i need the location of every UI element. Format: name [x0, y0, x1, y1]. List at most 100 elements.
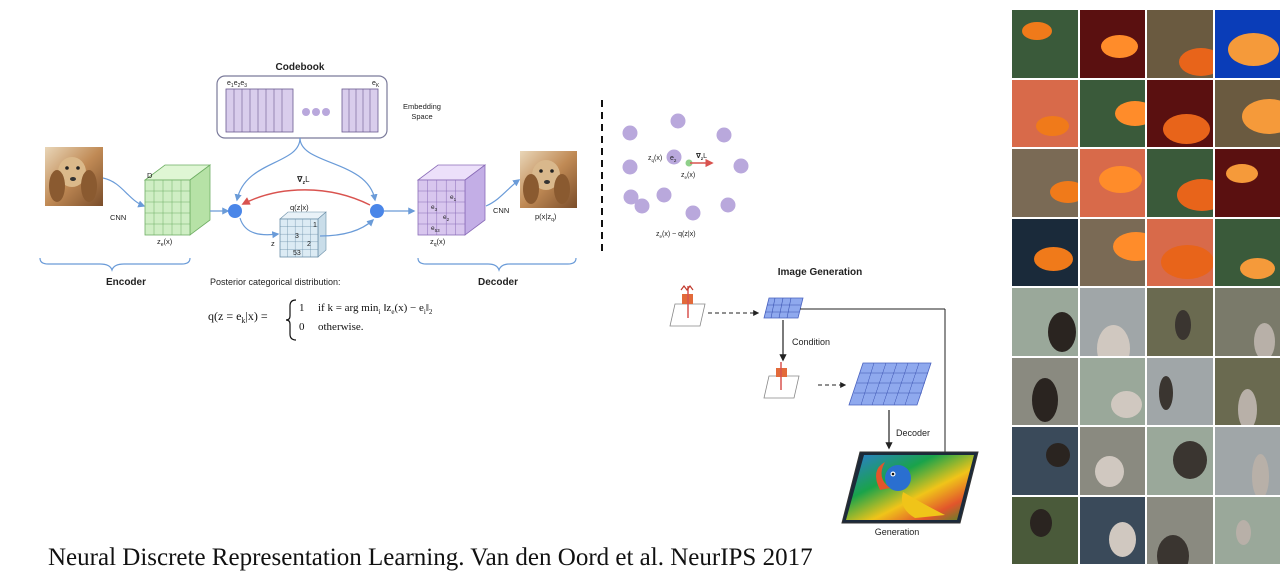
- decoder-label: Decoder: [896, 428, 930, 438]
- arrow-grid-to-node: [319, 219, 375, 237]
- sample-image-4-4: [1214, 218, 1280, 286]
- goldfish-shape: [1239, 257, 1275, 279]
- sample-image-1-1: [1012, 10, 1078, 78]
- node-left: [228, 204, 242, 218]
- goldfish-shape: [1036, 115, 1069, 136]
- arrow-codebook-right: [299, 137, 378, 202]
- svg-text:1 if k = arg mini‖ze(x: 1 if k = arg mini‖ze(x) − ei‖2: [299, 302, 433, 316]
- encoder-brace: [39, 257, 191, 272]
- cnn-left-label: CNN: [110, 213, 126, 222]
- sample-image-4-3: [1147, 218, 1213, 286]
- sample-image-5-1: [1012, 288, 1078, 356]
- goldfish-shape: [1100, 35, 1138, 58]
- ostrich-shape: [1251, 454, 1269, 495]
- sample-image-6-1: [1012, 357, 1078, 425]
- codebook-ek: eK: [372, 80, 380, 89]
- sample-image-1-2: [1079, 10, 1145, 78]
- sample-image-3-4: [1214, 149, 1280, 217]
- embedding-space-line2: Space: [411, 112, 432, 121]
- goldfish-shape: [1161, 244, 1213, 279]
- qzx-label: q(z|x): [290, 203, 309, 212]
- decoder-title: Decoder: [478, 277, 518, 288]
- decoder-e3: e3: [431, 204, 438, 212]
- arrow-node-to-grid: [239, 217, 280, 239]
- grid-value-2: 2: [307, 241, 311, 248]
- ostrich-shape: [1253, 323, 1275, 356]
- generation-diagram: [669, 285, 979, 524]
- ostrich-shape: [1110, 390, 1142, 418]
- sample-image-8-4: [1214, 496, 1280, 564]
- embed-e2-label: e2: [670, 155, 677, 163]
- e2-embedding-dot: [666, 149, 682, 165]
- ostrich-shape: [1046, 443, 1070, 467]
- goldfish-shape: [1022, 22, 1052, 40]
- citation-caption: Neural Discrete Representation Learning.…: [48, 544, 813, 571]
- goldfish-shape: [1050, 181, 1078, 203]
- ostrich-shape: [1108, 521, 1136, 557]
- node-right: [370, 204, 384, 218]
- sample-image-8-2: [1079, 496, 1145, 564]
- sample-image-2-1: [1012, 79, 1078, 147]
- sample-image-7-2: [1079, 427, 1145, 495]
- goldfish-shape: [1225, 164, 1258, 183]
- decoder-e2: e2: [443, 214, 450, 222]
- gradient-arrow: [241, 189, 371, 206]
- goldfish-shape: [1114, 100, 1145, 126]
- sample-image-2-4: [1214, 79, 1280, 147]
- sample-image-4-2: [1079, 218, 1145, 286]
- vqvae-diagram: Codebook e1e2e3 eK Embedding Spac: [39, 62, 577, 341]
- ostrich-shape: [1175, 310, 1191, 340]
- sample-image-7-1: [1012, 427, 1078, 495]
- codebook-title: Codebook: [276, 62, 325, 73]
- sample-image-3-3: [1147, 149, 1213, 217]
- svg-text:0 otherwise.: 0 otherwise.: [299, 321, 364, 333]
- output-dog-image: [520, 151, 577, 208]
- sample-image-5-3: [1147, 288, 1213, 356]
- goldfish-shape: [1227, 33, 1279, 66]
- encoder-title: Encoder: [106, 277, 146, 288]
- grid-value-53: 53: [293, 250, 301, 257]
- grid-value-1: 1: [313, 222, 317, 229]
- embed-ze-label: ze(x): [681, 172, 695, 180]
- embed-zq-label: zq(x): [648, 155, 662, 163]
- embedding-space-diagram: [622, 113, 749, 221]
- condition-label: Condition: [792, 337, 830, 347]
- sample-image-1-3: [1147, 10, 1213, 78]
- ostrich-shape: [1159, 375, 1173, 410]
- ostrich-shape: [1096, 325, 1130, 356]
- embed-caption: ze(x) ~ q(z|x): [656, 231, 696, 239]
- posterior-grid: [279, 211, 327, 258]
- goldfish-shape: [1034, 246, 1073, 271]
- zq-label: zq(x): [430, 237, 446, 248]
- sample-image-8-3: [1147, 496, 1213, 564]
- decoder-e53: e53: [431, 225, 440, 233]
- ostrich-shape: [1173, 441, 1207, 479]
- codebook-e3: e: [240, 80, 244, 87]
- embedding-space-line1: Embedding: [403, 102, 441, 111]
- codebook-vectors: [225, 88, 379, 133]
- generation-label: Generation: [875, 527, 920, 537]
- ostrich-shape: [1157, 534, 1189, 564]
- codebook-e1: e: [227, 80, 231, 87]
- svg-text:e1e2e3: e1e2e3: [227, 80, 247, 89]
- sample-image-6-4: [1214, 357, 1280, 425]
- sample-image-6-3: [1147, 357, 1213, 425]
- generated-samples-grid: [1012, 10, 1280, 564]
- latent-grid-large: [848, 362, 932, 406]
- sample-image-7-4: [1214, 427, 1280, 495]
- goldfish-shape: [1098, 166, 1142, 193]
- gradient-label: ∇zL: [297, 175, 310, 186]
- ostrich-shape: [1237, 388, 1257, 425]
- ostrich-shape: [1032, 377, 1058, 422]
- arrow-codebook-left: [234, 137, 301, 202]
- svg-text:q(z = ek|x) =: q(z = ek|x) =: [208, 309, 268, 325]
- sample-image-5-2: [1079, 288, 1145, 356]
- sample-image-2-2: [1079, 79, 1145, 147]
- decoder-brace: [417, 257, 577, 272]
- arrow-input-to-encoder: [102, 177, 146, 208]
- posterior-equation: q(z = ek|x) = 1 if k = arg mini‖ze(x) − …: [208, 299, 433, 341]
- decoder-cube: [416, 164, 487, 236]
- ostrich-shape: [1235, 519, 1251, 545]
- input-dog-image: [45, 147, 103, 206]
